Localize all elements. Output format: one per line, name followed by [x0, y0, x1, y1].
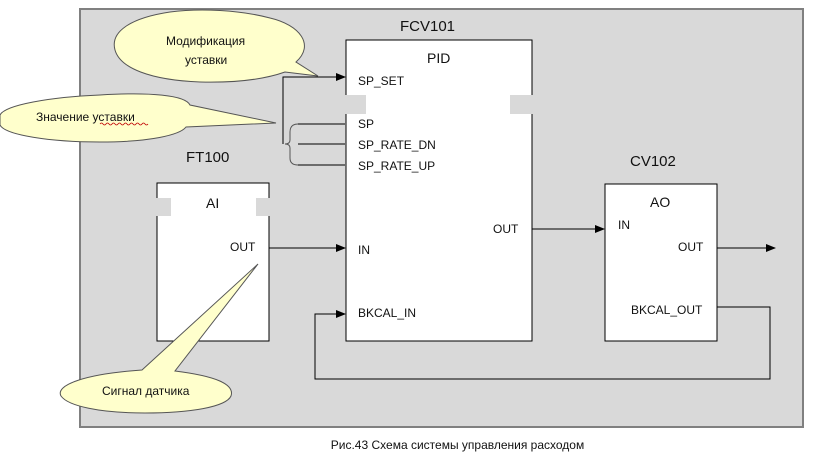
setpoint-modification-line1: Модификация: [166, 34, 245, 48]
ai-out-port: OUT: [230, 240, 256, 254]
fcv101-tag: FCV101: [400, 18, 455, 35]
ai-block-left-notch: [156, 198, 171, 216]
setpoint-bracket: [284, 123, 299, 166]
pid-sp-set-port: SP_SET: [358, 74, 405, 88]
spellcheck-underline: [99, 122, 149, 126]
pid-in-port: IN: [358, 243, 370, 257]
ai-block-right-notch: [256, 198, 270, 216]
ao-in-port: IN: [618, 218, 630, 232]
sensor-signal-callout: [59, 263, 259, 414]
pid-sp-rate-dn-port: SP_RATE_DN: [358, 138, 436, 152]
pid-sp-port: SP: [358, 117, 374, 131]
ao-block-type: AO: [650, 194, 670, 210]
sensor-signal-text: Сигнал датчика: [102, 384, 190, 398]
setpoint-value-callout: [0, 93, 277, 143]
ao-block[interactable]: [604, 183, 718, 342]
ao-bkcal-out-port: BKCAL_OUT: [631, 303, 703, 317]
ft100-tag: FT100: [186, 149, 229, 166]
pid-block-type: PID: [427, 50, 450, 66]
pid-block-right-notch: [510, 95, 533, 114]
setpoint-modification-line2: уставки: [185, 53, 227, 67]
pid-out-port: OUT: [493, 222, 519, 236]
pid-block[interactable]: [345, 39, 533, 342]
ai-block-type: AI: [206, 195, 219, 211]
ao-out-port: OUT: [678, 240, 704, 254]
sp-set-input-link: [282, 73, 346, 144]
pid-block-left-notch: [345, 95, 366, 114]
setpoint-modification-callout: [113, 9, 319, 83]
pid-bkcal-in-port: BKCAL_IN: [358, 306, 416, 320]
pid-sp-rate-up-port: SP_RATE_UP: [358, 159, 435, 173]
setpoint-value-text: Значение уставки: [36, 110, 135, 124]
bkcal-feedback-link: [314, 306, 771, 380]
cv102-tag: CV102: [630, 153, 676, 170]
figure-caption: Рис.43 Схема системы управления расходом: [330, 438, 585, 452]
